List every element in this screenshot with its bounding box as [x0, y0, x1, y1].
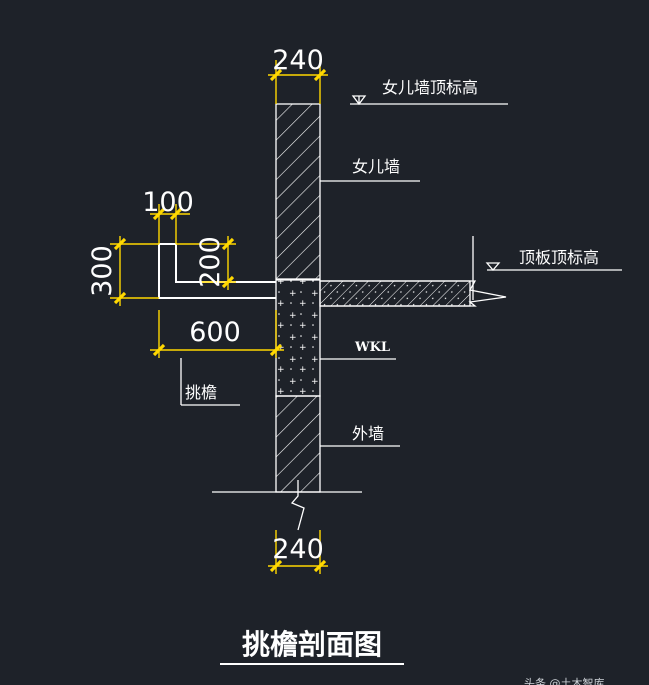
wkl-label: WKL — [320, 340, 396, 360]
wkl-beam — [275, 279, 321, 397]
dim-100 — [150, 204, 190, 244]
title: 挑檐剖面图 — [242, 628, 382, 661]
label-eave: 挑檐 — [185, 383, 217, 402]
eave-label: 挑檐 — [180, 358, 240, 406]
label-roof-top-elevation: 顶板顶标高 — [519, 248, 599, 267]
break-line-bottom — [290, 480, 305, 531]
dim-200 — [176, 236, 236, 290]
wall — [212, 103, 362, 531]
dim-label-200: 200 — [195, 236, 226, 288]
dim-label-top-240: 240 — [272, 45, 324, 76]
dim-label-100: 100 — [142, 187, 194, 218]
drawing-title: 挑檐剖面图 — [220, 628, 404, 665]
watermark: 头条 @土木智库 — [524, 676, 605, 685]
parapet-label: 女儿墙 — [320, 157, 420, 182]
dim-top-240 — [268, 60, 328, 104]
label-parapet-top-elevation: 女儿墙顶标高 — [382, 78, 478, 97]
eave-outline — [158, 243, 276, 299]
label-wkl: WKL — [354, 340, 390, 355]
dim-600 — [150, 310, 284, 358]
dim-label-bottom-240: 240 — [272, 534, 324, 565]
roof-top-elevation: 顶板顶标高 — [472, 236, 622, 300]
label-parapet: 女儿墙 — [352, 157, 400, 176]
label-exterior-wall: 外墙 — [352, 424, 384, 443]
slab-break — [320, 280, 507, 307]
exterior-wall-label: 外墙 — [320, 424, 400, 447]
roof-slab — [319, 280, 507, 307]
parapet-top-elevation: 女儿墙顶标高 — [350, 78, 508, 106]
dim-300 — [110, 236, 159, 306]
slab-hatch — [319, 280, 471, 307]
dim-label-600: 600 — [189, 317, 241, 348]
exterior-wall-hatch — [275, 395, 321, 493]
dim-bottom-240 — [268, 530, 328, 574]
dim-label-300: 300 — [87, 245, 118, 297]
parapet-hatch — [275, 103, 321, 280]
